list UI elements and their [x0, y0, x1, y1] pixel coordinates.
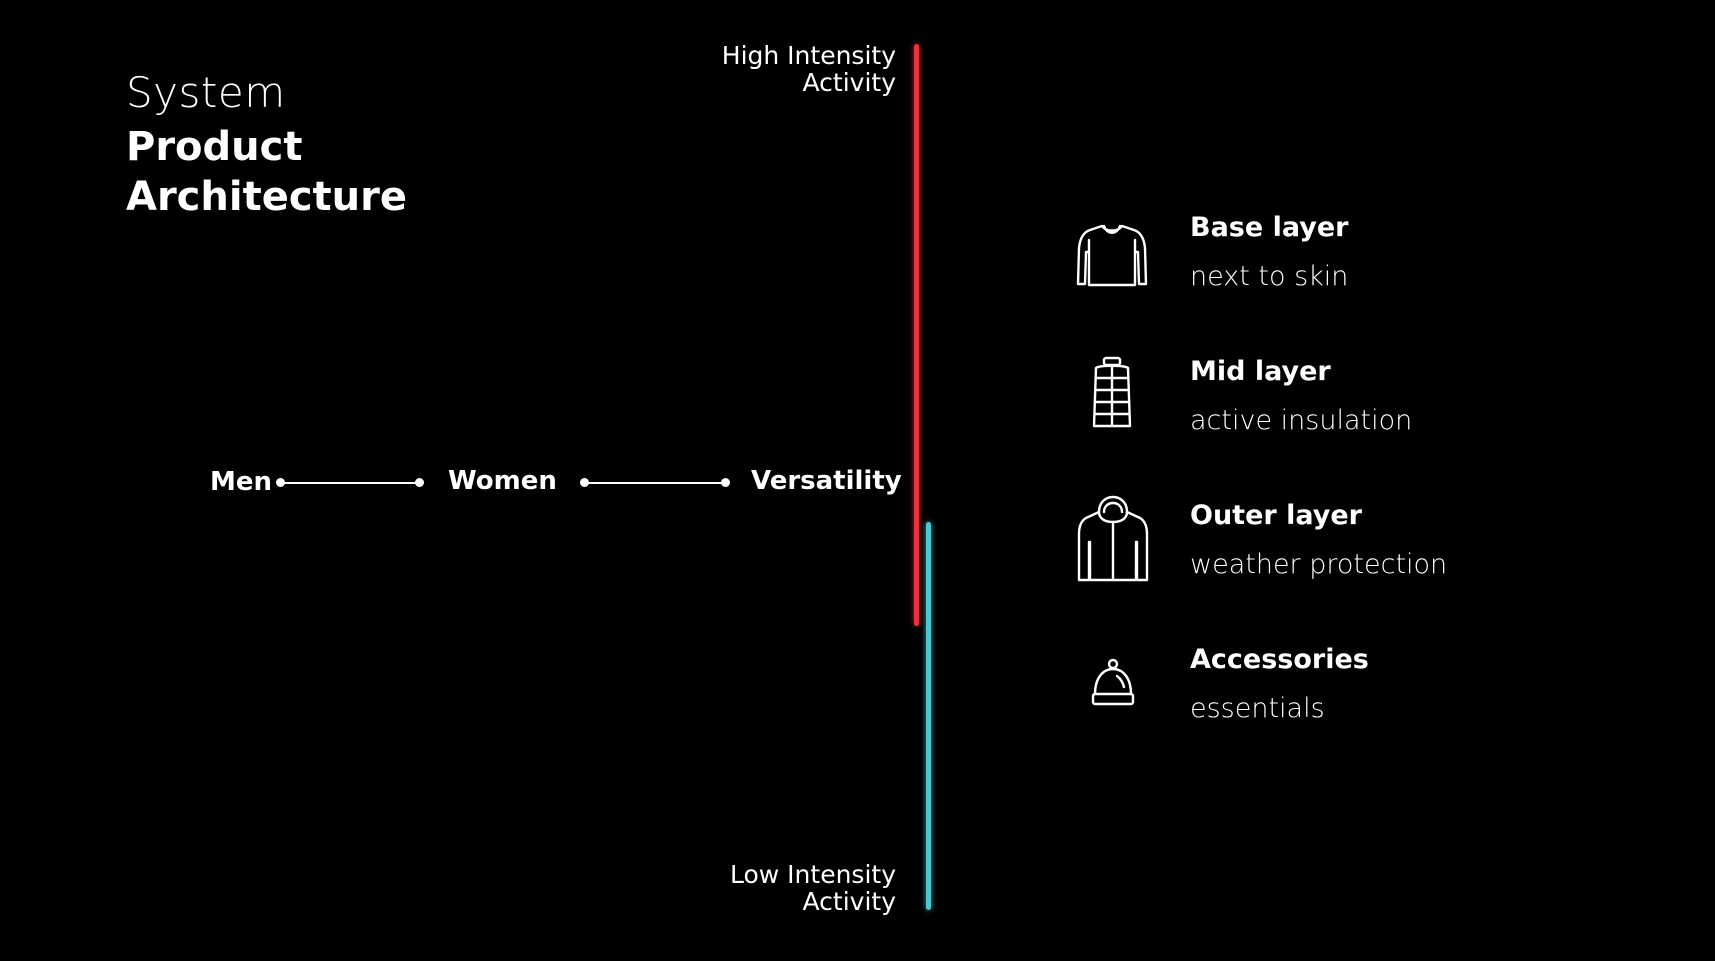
scale-versatility-label: Versatility: [751, 466, 902, 496]
high-intensity-bar: [914, 44, 919, 626]
scale-women-label: Women: [448, 466, 557, 496]
scale-line-men-women: [280, 482, 420, 484]
low-intensity-line1: Low Intensity: [730, 860, 896, 889]
title-product: Product: [126, 124, 303, 170]
base-layer-subtitle: next to skin: [1190, 261, 1349, 292]
scale-dot-men-end: [415, 478, 424, 487]
title-architecture: Architecture: [126, 174, 407, 220]
base-layer-title: Base layer: [1190, 212, 1349, 243]
scale-dot-versatility: [721, 478, 730, 487]
long-sleeve-shirt-icon: [1076, 222, 1148, 288]
beanie-hat-icon: [1090, 658, 1136, 708]
mid-layer-subtitle: active insulation: [1190, 405, 1413, 436]
high-intensity-line2: Activity: [802, 68, 897, 97]
title-product-architecture: Product Architecture: [126, 122, 407, 222]
outer-layer-title: Outer layer: [1190, 500, 1362, 531]
title-system: System: [126, 68, 286, 117]
high-intensity-label: High Intensity Activity: [722, 42, 896, 96]
low-intensity-label: Low Intensity Activity: [730, 861, 896, 915]
hooded-jacket-icon: [1076, 486, 1150, 584]
scale-line-women-versatility: [584, 482, 726, 484]
low-intensity-line2: Activity: [802, 887, 897, 916]
outer-layer-subtitle: weather protection: [1190, 549, 1448, 580]
low-intensity-bar: [926, 522, 931, 910]
accessories-title: Accessories: [1190, 644, 1369, 675]
accessories-subtitle: essentials: [1190, 693, 1325, 724]
scale-men-label: Men: [210, 467, 273, 497]
quilted-vest-icon: [1090, 356, 1134, 428]
high-intensity-line1: High Intensity: [721, 41, 896, 70]
mid-layer-title: Mid layer: [1190, 356, 1331, 387]
